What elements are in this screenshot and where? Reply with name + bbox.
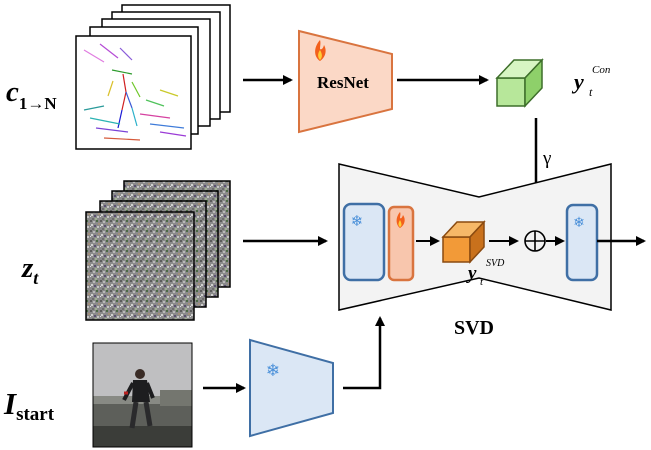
oplus-symbol	[524, 230, 546, 252]
ycon-superscript: Con	[592, 64, 611, 76]
ysvd-subscript: t	[480, 276, 484, 288]
label-c-subscript: 1→N	[19, 94, 58, 113]
ysvd-label: y	[466, 263, 477, 284]
image-encoder-trapezoid	[249, 338, 334, 438]
start-image	[92, 342, 193, 448]
resnet-label: ResNet	[317, 73, 369, 92]
sketch-frame-front	[75, 35, 192, 150]
svd-trainable-block	[387, 205, 415, 282]
noise-frame-front	[85, 211, 195, 321]
label-z: zt	[21, 252, 39, 288]
label-z-subscript: t	[33, 268, 39, 288]
image-encoder-block: ❄	[249, 338, 334, 438]
ycon-label: y	[571, 69, 584, 94]
snowflake-icon: ❄	[266, 361, 280, 381]
svd-frozen-block-right	[565, 203, 599, 282]
snowflake-icon: ❄	[351, 212, 364, 230]
label-i-subscript: start	[16, 404, 55, 425]
ycon-cube	[495, 58, 544, 108]
svd-label: SVD	[454, 317, 494, 339]
gamma-label: γ	[542, 148, 551, 169]
sketch-frame-stack	[75, 4, 231, 150]
arrow-encoder-to-svd	[343, 316, 385, 390]
snowflake-icon: ❄	[573, 215, 585, 231]
svd-block: ❄ y t SVD ❄	[338, 163, 612, 311]
label-c: c1→N	[6, 76, 57, 113]
noise-frame-stack	[85, 180, 231, 321]
ycon-subscript: t	[589, 85, 593, 99]
ysvd-cube	[441, 220, 486, 264]
label-i: Istart	[3, 386, 55, 425]
sketch-lines	[83, 43, 187, 141]
svd-frozen-block-left	[342, 202, 386, 282]
resnet-block: ResNet	[298, 29, 393, 134]
fire-icon	[396, 212, 405, 228]
fire-icon	[315, 40, 326, 61]
ysvd-superscript: SVD	[486, 258, 505, 269]
